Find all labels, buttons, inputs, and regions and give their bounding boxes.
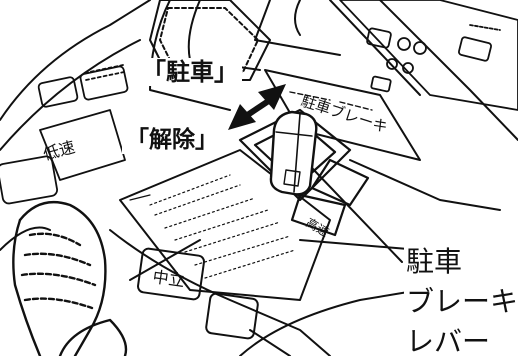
release-label: 「解除」 (122, 127, 222, 154)
brake-plate-text: 駐車ブレーキ (299, 92, 390, 137)
parking-brake-lever (269, 110, 318, 196)
lever-callout-line-2: ブレーキ (406, 285, 518, 318)
instruction-plate (119, 149, 331, 301)
park-label: 「駐車」 (138, 58, 242, 86)
hi-low-text: 高速 (304, 215, 332, 240)
leader-line-icon (311, 167, 403, 263)
double-arrow-icon (228, 84, 286, 130)
left-button-row (0, 64, 129, 205)
low-text: 低速 (41, 137, 77, 164)
upper-screen-panel (149, 0, 271, 81)
lever-callout-line-1: 駐車 (406, 245, 463, 278)
lower-buttons (137, 247, 291, 356)
brake-plate (264, 69, 421, 161)
lever-callout-line-3: レバー (406, 325, 491, 358)
switch-panel (339, 0, 518, 111)
lever-callout: 駐車 ブレーキ レバー (404, 242, 518, 362)
neutral-text: 中立 (151, 267, 185, 290)
shift-knob (12, 200, 128, 356)
